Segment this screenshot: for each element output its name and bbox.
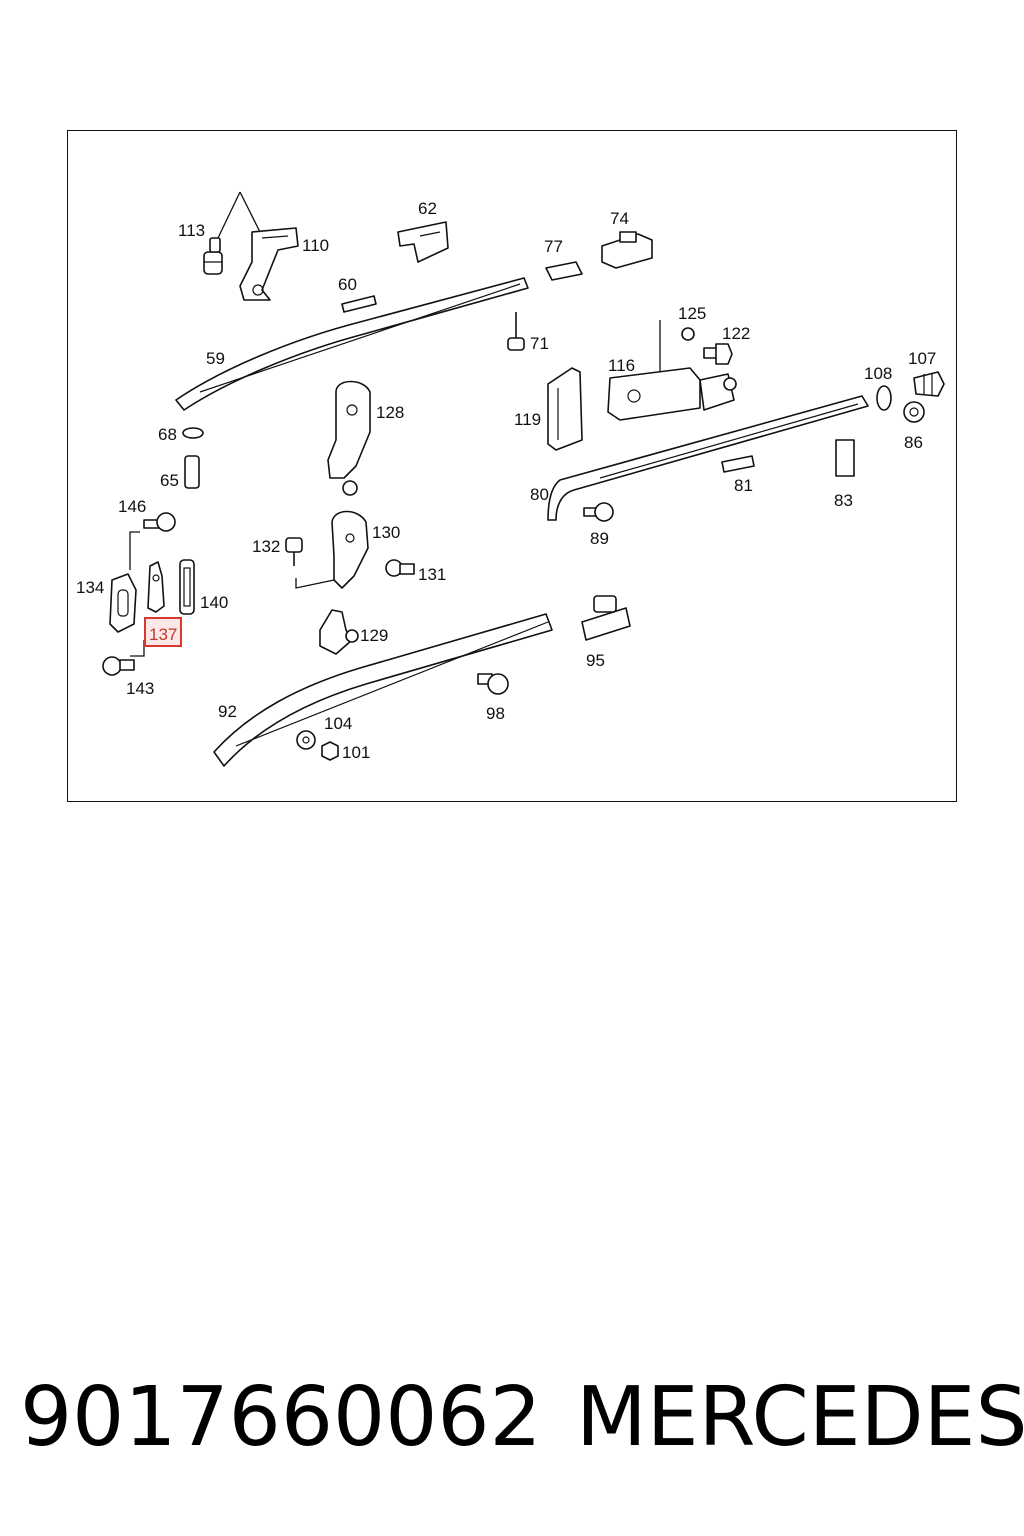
label-132: 132 [252, 537, 280, 556]
label-71: 71 [530, 334, 549, 353]
label-137: 137 [149, 625, 177, 644]
label-65: 65 [160, 471, 179, 490]
leader-146 [129, 531, 140, 570]
part-130-hinge [331, 510, 369, 589]
part-101-nut [321, 741, 339, 761]
label-60: 60 [338, 275, 357, 294]
part-65-bolt [184, 455, 200, 489]
label-108: 108 [864, 364, 892, 383]
label-119: 119 [514, 410, 541, 429]
label-89: 89 [590, 529, 609, 548]
part-62-clip [397, 221, 449, 263]
part-113-bolt [203, 237, 223, 275]
part-77-block [545, 261, 583, 281]
part-74-connector [601, 231, 653, 269]
label-140: 140 [200, 593, 228, 612]
part-143-bolt [102, 656, 135, 676]
label-101: 101 [342, 743, 370, 762]
label-83: 83 [834, 491, 853, 510]
label-98: 98 [486, 704, 505, 723]
label-110: 110 [302, 236, 329, 255]
part-129-roller [319, 609, 359, 655]
part-86-nut [903, 401, 925, 423]
label-143: 143 [126, 679, 154, 698]
leader-132 [295, 578, 335, 589]
label-104: 104 [324, 714, 352, 733]
part-104-washer [296, 730, 316, 750]
part-83-label [835, 439, 855, 477]
part-125-washer [681, 327, 695, 341]
label-95: 95 [586, 651, 605, 670]
label-68: 68 [158, 425, 177, 444]
part-81-strip [721, 455, 755, 473]
label-130: 130 [372, 523, 400, 542]
label-86: 86 [904, 433, 923, 452]
part-116-roller [607, 367, 737, 421]
footer: 9017660062 MERCEDES [20, 1370, 1024, 1470]
part-107-nut [913, 371, 945, 397]
part-134-plate [109, 573, 137, 633]
part-59-rail [175, 277, 529, 411]
brand-name: MERCEDES [576, 1370, 1024, 1465]
leader-143 [130, 640, 145, 657]
part-89-bolt [583, 502, 614, 522]
part-131-bolt [385, 559, 415, 577]
part-95-carriage [581, 595, 631, 641]
part-60-strip [341, 295, 377, 313]
part-number: 9017660062 [20, 1370, 542, 1465]
label-81: 81 [734, 476, 753, 495]
label-77: 77 [544, 237, 563, 256]
diagram-frame [67, 130, 957, 802]
label-62: 62 [418, 199, 437, 218]
part-108-oring [876, 385, 892, 411]
part-98-bolt [477, 673, 509, 695]
part-68-washer [182, 427, 204, 439]
leader-113 [217, 191, 241, 239]
label-92: 92 [218, 702, 237, 721]
part-71-screw [507, 312, 525, 351]
leader-110 [239, 191, 261, 233]
label-128: 128 [376, 403, 404, 422]
part-132-bolt [285, 537, 303, 566]
part-110-bracket [239, 227, 299, 301]
label-113: 113 [178, 221, 205, 240]
label-122: 122 [722, 324, 750, 343]
label-80: 80 [530, 485, 549, 504]
part-128-hinge [327, 380, 371, 496]
part-146-bolt [143, 512, 176, 532]
label-131: 131 [418, 565, 446, 584]
part-140-plate [179, 559, 195, 615]
label-146: 146 [118, 497, 146, 516]
part-122-bolt [703, 343, 733, 365]
label-116: 116 [608, 356, 635, 375]
part-92-rail [213, 613, 553, 767]
part-119-cover [547, 367, 583, 451]
label-134: 134 [76, 578, 104, 597]
label-129: 129 [360, 626, 388, 645]
highlight-box-137 [144, 617, 182, 647]
label-74: 74 [610, 209, 629, 228]
label-125: 125 [678, 304, 706, 323]
part-80-rail [547, 395, 869, 521]
part-137-striker [147, 561, 165, 613]
label-59: 59 [206, 349, 225, 368]
label-107: 107 [908, 349, 936, 368]
